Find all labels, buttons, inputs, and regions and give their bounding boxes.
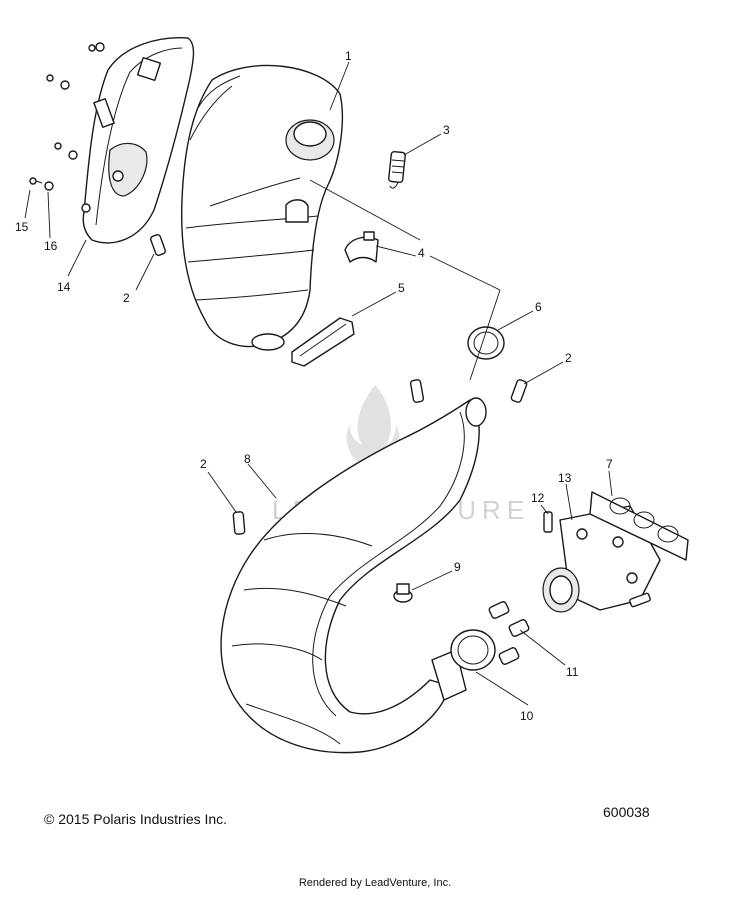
manifold-bolt-part (543, 511, 553, 533)
clamp-saddle-part (344, 231, 379, 263)
seal-ring-part (450, 629, 496, 671)
callout-15: 15 (15, 220, 29, 234)
callout-1: 1 (345, 49, 352, 63)
manifold-gasket-part (589, 491, 689, 561)
callout-2: 2 (565, 351, 572, 365)
callout-4: 4 (418, 246, 425, 260)
callout-9: 9 (454, 560, 461, 574)
pipe-springs-part (488, 601, 530, 665)
callout-16: 16 (44, 239, 58, 253)
callout-6: 6 (535, 300, 542, 314)
callout-2: 2 (123, 291, 130, 305)
diagram-number: 600038 (603, 804, 650, 820)
callout-5: 5 (398, 281, 405, 295)
callout-12: 12 (531, 491, 545, 505)
rendered-by-credit: Rendered by LeadVenture, Inc. (298, 877, 452, 889)
muffler-part (181, 64, 344, 351)
shield-bolts-part (29, 42, 105, 191)
callout-14: 14 (57, 280, 71, 294)
leader-lines (24, 61, 613, 706)
callout-3: 3 (443, 123, 450, 137)
copyright-notice: © 2015 Polaris Industries Inc. (44, 811, 228, 827)
callout-11: 11 (566, 665, 579, 679)
callout-2: 2 (200, 457, 207, 471)
callout-labels: 1 2 2 2 3 4 5 6 7 8 9 10 11 12 13 14 15 … (15, 49, 613, 723)
drain-plug-part (393, 583, 413, 603)
muffler-bracket-part (291, 317, 355, 367)
heat-shield-part (81, 37, 195, 244)
callout-7: 7 (606, 457, 613, 471)
spring-part (150, 234, 166, 256)
callout-10: 10 (520, 709, 534, 723)
callout-13: 13 (558, 471, 572, 485)
spring-part (232, 379, 528, 535)
spring-part (388, 150, 406, 189)
callout-8: 8 (244, 452, 251, 466)
